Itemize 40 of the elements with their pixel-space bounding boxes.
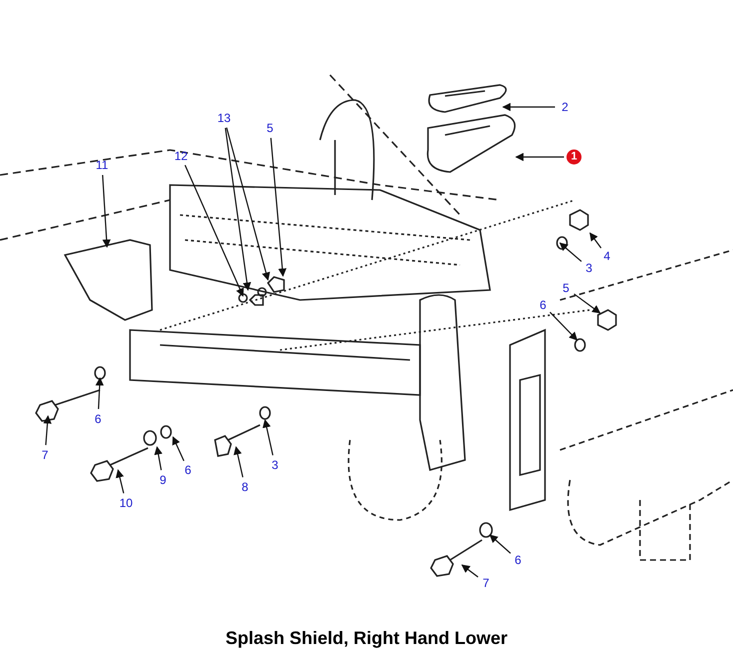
leader-line — [102, 174, 111, 248]
leader-line — [515, 152, 564, 162]
callout-number: 4 — [604, 249, 610, 263]
callout-number: 6 — [94, 412, 102, 426]
callout-number: 5 — [266, 121, 274, 135]
diagram-caption: Splash Shield, Right Hand Lower — [224, 628, 509, 649]
callout-number: 6 — [514, 553, 522, 567]
callout-number: 13 — [217, 111, 231, 125]
leader-line — [226, 128, 270, 281]
callout-number: 8 — [242, 480, 248, 494]
leader-line — [489, 534, 511, 554]
leader-line — [43, 415, 52, 446]
callout-number: 6 — [540, 298, 546, 312]
callout-number: 1 — [566, 150, 582, 164]
callout-number: 2 — [562, 100, 568, 114]
leader-line — [574, 293, 601, 314]
leader-line — [262, 419, 274, 456]
leader-line — [154, 446, 162, 470]
callout-number: 7 — [482, 576, 490, 590]
leader-line — [559, 242, 582, 262]
leader-line — [184, 164, 244, 297]
callout-number: 3 — [272, 458, 278, 472]
callout-number: 6 — [184, 463, 192, 477]
leader-line — [550, 312, 578, 341]
callout-number: 12 — [174, 149, 188, 163]
leader-line — [172, 436, 184, 462]
leader-line — [590, 232, 602, 248]
callout-number: 10 — [119, 496, 133, 510]
callout-number: 9 — [160, 473, 166, 487]
callout-number: 3 — [586, 261, 592, 275]
callout-number: 11 — [96, 158, 108, 172]
leader-line — [116, 469, 124, 494]
callout-number: 7 — [42, 448, 48, 462]
leader-line — [95, 377, 104, 410]
leader-line — [224, 128, 252, 291]
leader-line — [502, 102, 555, 112]
leader-line — [461, 564, 478, 578]
leader-line — [234, 446, 244, 478]
leader-line — [270, 138, 287, 277]
callout-number: 5 — [562, 281, 570, 295]
